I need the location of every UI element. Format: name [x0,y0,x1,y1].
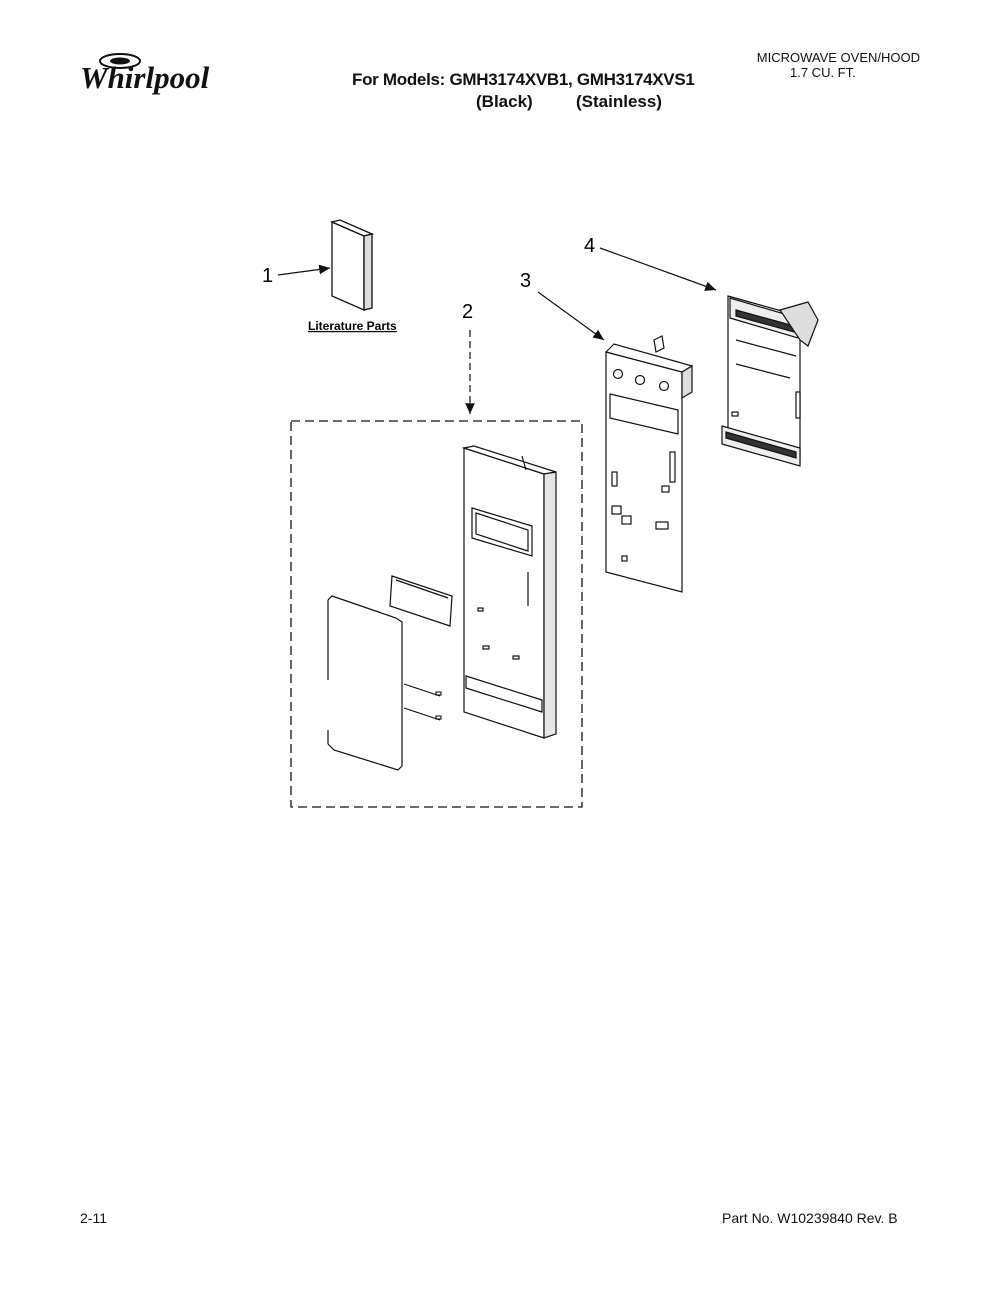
callout-3: 3 [520,270,531,292]
whirlpool-logo: Whirlpool [80,53,210,95]
callout-4: 4 [584,235,595,257]
keypad-tabs [403,683,442,721]
display-window [389,575,453,627]
callout-2: 2 [462,301,473,323]
part-number: Part No. W10239840 Rev. B [722,1210,898,1226]
variant-black: (Black) [476,92,533,111]
leader-4 [599,247,717,291]
literature-label: Literature Parts [308,319,397,333]
product-title: MICROWAVE OVEN/HOOD [756,50,920,65]
control-board [721,295,819,467]
mounting-bracket [604,335,694,593]
control-panel-housing [461,445,557,739]
keypad-membrane [327,595,403,771]
assembly-box [290,420,583,808]
models-line: For Models: GMH3174XVB1, GMH3174XVS1 [352,70,695,89]
callout-1: 1 [262,265,273,287]
brand-wordmark: Whirlpool [80,60,210,95]
literature-booklet [329,219,375,311]
leader-1 [277,264,331,276]
variant-stainless: (Stainless) [576,92,662,111]
leader-3 [537,291,605,341]
page-number: 2-11 [80,1210,107,1226]
product-capacity: 1.7 CU. FT. [790,65,856,80]
